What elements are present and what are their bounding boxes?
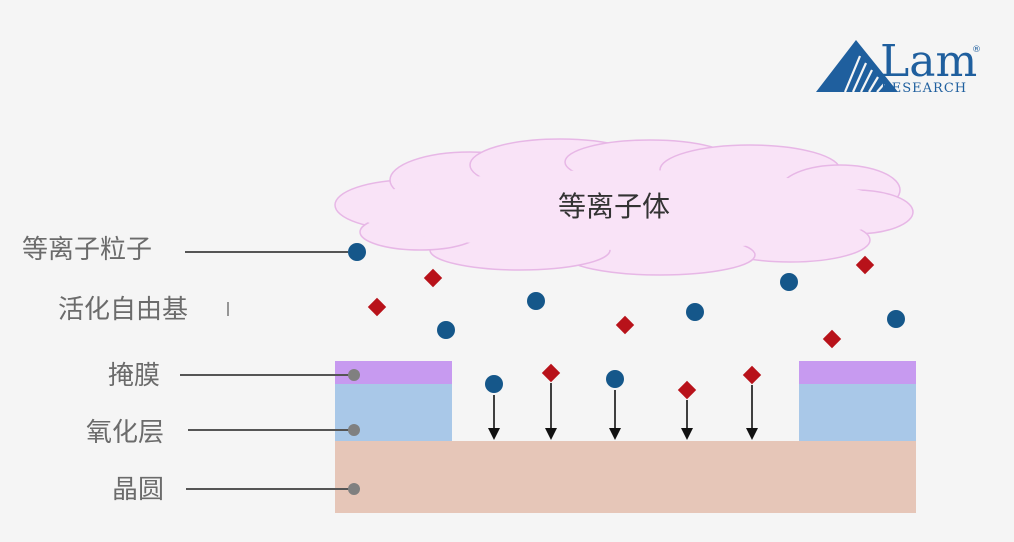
- down-arrow-icon: [545, 383, 557, 440]
- plasma-particle: [606, 370, 624, 388]
- plasma-cloud-label: 等离子体: [558, 190, 670, 223]
- radical: [423, 268, 443, 288]
- logo-registered-mark: ®: [972, 45, 981, 55]
- radical: [541, 363, 561, 383]
- label-oxide: 氧化层: [86, 418, 164, 448]
- plasma-particle: [527, 292, 545, 310]
- radicals: [367, 255, 875, 400]
- down-arrow-icon: [681, 400, 693, 440]
- plasma-cloud: [334, 138, 914, 276]
- radical: [855, 255, 875, 275]
- wafer-layer: [335, 441, 916, 513]
- plasma-particle: [485, 375, 503, 393]
- radical: [615, 315, 635, 335]
- lam-research-logo: Lam ® RESEARCH: [816, 36, 981, 96]
- plasma-particle: [437, 321, 455, 339]
- label-radical: 活化自由基: [58, 295, 188, 325]
- radical: [677, 380, 697, 400]
- plasma-particle: [780, 273, 798, 291]
- radical: [822, 329, 842, 349]
- down-arrow-icon: [609, 390, 621, 440]
- etch-arrows: [488, 383, 758, 440]
- radical: [742, 365, 762, 385]
- pointer-dot-wafer: [348, 483, 360, 495]
- pointer-dot-oxide: [348, 424, 360, 436]
- logo-stripes: [843, 55, 885, 93]
- label-plasma-particle: 等离子粒子: [22, 235, 152, 265]
- logo-wordmark: Lam: [880, 36, 977, 87]
- pointer-dot-mask: [348, 369, 360, 381]
- logo-subtitle: RESEARCH: [881, 81, 967, 96]
- label-wafer: 晶圆: [112, 475, 164, 505]
- plasma-particle: [686, 303, 704, 321]
- plasma-particles: [348, 243, 905, 393]
- plasma-particle: [887, 310, 905, 328]
- down-arrow-icon: [746, 385, 758, 440]
- label-mask: 掩膜: [108, 361, 160, 391]
- oxide-layer-right: [799, 384, 916, 441]
- radical: [367, 297, 387, 317]
- mask-layer-left: [335, 361, 452, 384]
- down-arrow-icon: [488, 395, 500, 440]
- mask-layer-right: [799, 361, 916, 384]
- plasma-particle: [348, 243, 366, 261]
